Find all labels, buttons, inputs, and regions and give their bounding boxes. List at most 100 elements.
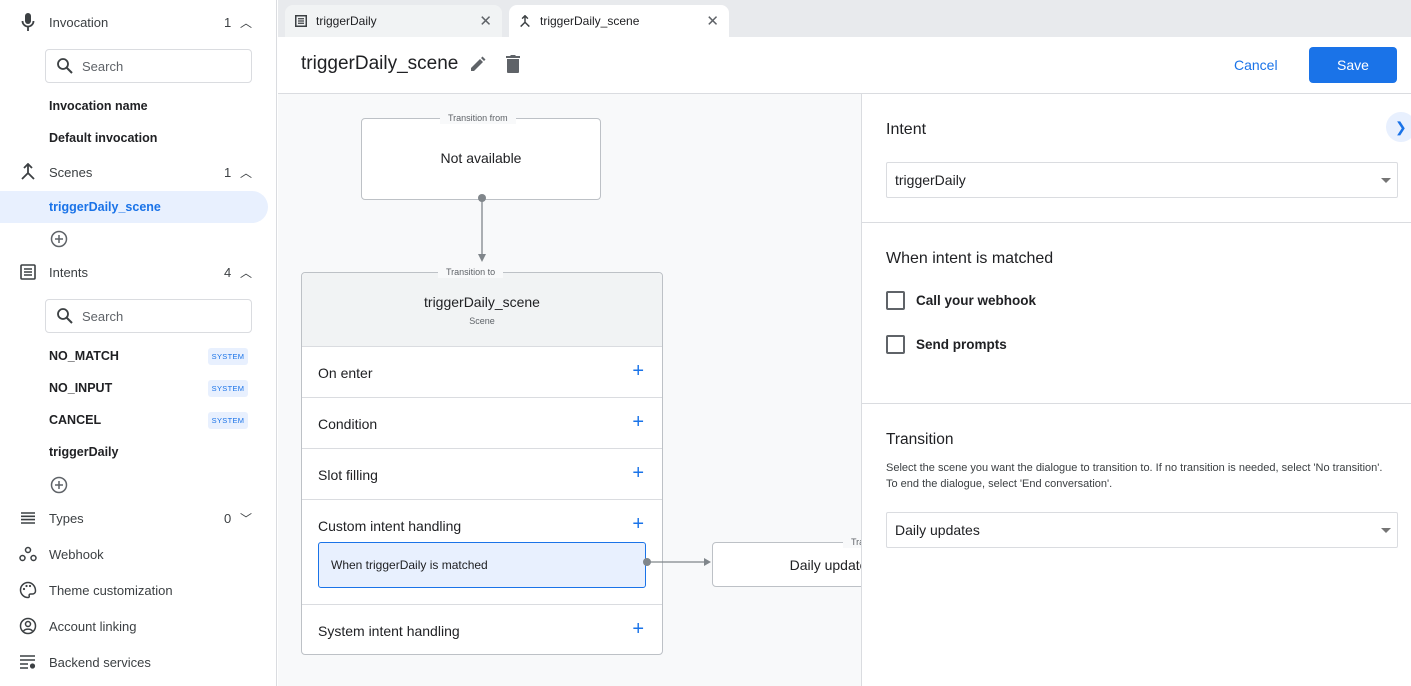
flow-canvas[interactable]: Transition from Not available Transition… <box>278 94 861 686</box>
item-label: Account linking <box>49 618 137 634</box>
scene-icon <box>18 162 38 182</box>
transition-heading: Transition <box>886 431 954 448</box>
node-legend: Transition to <box>843 537 861 548</box>
add-icon[interactable]: + <box>632 411 644 433</box>
matched-heading: When intent is matched <box>886 250 1054 267</box>
sidebar-item-cancel[interactable]: CANCEL <box>49 413 102 427</box>
sidebar-item-triggerdaily-scene[interactable]: triggerDaily_scene <box>0 191 268 223</box>
divider <box>862 222 1411 223</box>
cancel-button[interactable]: Cancel <box>1234 57 1278 73</box>
row-label: On enter <box>318 365 373 381</box>
close-icon[interactable]: ✕ <box>479 13 492 30</box>
sidebar-item-no-input[interactable]: NO_INPUT <box>49 381 113 395</box>
row-condition[interactable]: Condition + <box>302 397 662 448</box>
sidebar-item-webhook[interactable]: Webhook <box>0 536 276 572</box>
search-icon <box>57 58 73 74</box>
row-slot-filling[interactable]: Slot filling+ <box>302 448 662 499</box>
transition-from-node: Transition from Not available <box>361 113 601 200</box>
account-circle-icon <box>18 616 38 636</box>
chevron-up-icon[interactable]: ︿ <box>240 165 253 180</box>
sidebar-item-account-linking[interactable]: Account linking <box>0 608 276 644</box>
tab-triggerdaily-scene[interactable]: triggerDaily_scene ✕ <box>509 5 729 37</box>
item-label: Backend services <box>49 654 151 670</box>
row-label: Condition <box>318 416 378 432</box>
scene-node: Transition to triggerDaily_scene Scene O… <box>301 267 663 655</box>
add-icon[interactable]: + <box>632 360 644 382</box>
list-icon <box>18 508 38 528</box>
tab-label: triggerDaily_scene <box>540 14 640 28</box>
sidebar-section-invocation[interactable]: Invocation 1 ︿ <box>0 4 276 40</box>
intent-heading: Intent <box>886 121 927 138</box>
sidebar-item-invocation-name[interactable]: Invocation name <box>49 99 148 113</box>
sidebar-item-theme-customization[interactable]: Theme customization <box>0 572 276 608</box>
sidebar-section-intents[interactable]: Intents 4 ︿ <box>0 254 276 290</box>
chevron-down-icon[interactable]: ﹀ <box>240 511 253 526</box>
section-count: 1 <box>224 14 232 30</box>
sidebar-item-backend-services[interactable]: Backend services <box>0 644 276 680</box>
system-badge: SYSTEM <box>208 380 248 397</box>
save-button[interactable]: Save <box>1309 47 1397 83</box>
add-scene-icon[interactable] <box>50 230 68 248</box>
scene-node-header <box>302 273 662 346</box>
backend-settings-icon <box>18 652 38 672</box>
system-badge: SYSTEM <box>208 348 248 365</box>
item-label: triggerDaily_scene <box>49 200 161 214</box>
palette-icon <box>18 580 38 600</box>
tab-triggerdaily[interactable]: triggerDaily ✕ <box>285 5 502 37</box>
chevron-up-icon[interactable]: ︿ <box>240 265 253 280</box>
add-intent-icon[interactable] <box>50 476 68 494</box>
checkbox-label: Call your webhook <box>916 293 1037 308</box>
sidebar-item-default-invocation[interactable]: Default invocation <box>49 131 158 145</box>
connector-arrow <box>643 558 711 566</box>
microphone-icon <box>18 12 38 32</box>
intents-search[interactable] <box>45 299 252 333</box>
system-badge: SYSTEM <box>208 412 248 429</box>
search-input[interactable] <box>82 58 232 74</box>
row-on-enter[interactable]: On enter + <box>302 346 662 397</box>
node-legend: Transition from <box>440 113 516 124</box>
collapse-panel-chevron-icon[interactable]: ❯ <box>1386 112 1411 142</box>
node-value: Daily updates <box>789 557 861 573</box>
scene-subtitle: Scene <box>469 316 495 326</box>
send-prompts-checkbox[interactable]: Send prompts <box>886 335 1007 354</box>
section-count: 0 <box>224 510 232 526</box>
edit-pencil-icon[interactable] <box>469 55 487 73</box>
sidebar-item-triggerdaily[interactable]: triggerDaily <box>49 445 119 459</box>
sidebar: Invocation 1 ︿ Invocation name Default i… <box>0 0 277 686</box>
intent-select[interactable]: triggerDaily <box>886 162 1398 198</box>
target-scene-node[interactable]: Transition to Daily updates <box>712 537 861 587</box>
item-label: Webhook <box>49 546 104 562</box>
checkbox-icon <box>886 291 905 310</box>
call-webhook-checkbox[interactable]: Call your webhook <box>886 291 1036 310</box>
item-label: Theme customization <box>49 582 173 598</box>
add-icon[interactable]: + <box>632 462 644 484</box>
sidebar-section-scenes[interactable]: Scenes 1 ︿ <box>0 154 276 190</box>
divider <box>862 403 1411 404</box>
chevron-up-icon[interactable]: ︿ <box>240 15 253 30</box>
row-custom-intent-handling[interactable]: Custom intent handling + When triggerDail… <box>302 499 662 604</box>
page-title: triggerDaily_scene <box>301 53 459 74</box>
connector-arrow <box>478 194 486 262</box>
tab-bar: triggerDaily ✕ triggerDaily_scene ✕ <box>278 0 1411 37</box>
delete-trash-icon[interactable] <box>505 54 521 74</box>
search-input[interactable] <box>82 308 232 324</box>
select-value: Daily updates <box>895 522 980 538</box>
invocation-search[interactable] <box>45 49 252 83</box>
close-icon[interactable]: ✕ <box>706 13 719 30</box>
section-count: 1 <box>224 164 232 180</box>
page-header: triggerDaily_scene Cancel Save <box>278 37 1411 94</box>
section-label: Invocation <box>49 14 109 30</box>
sidebar-section-types[interactable]: Types 0 ﹀ <box>0 500 276 536</box>
node-value: Not available <box>440 150 522 166</box>
row-system-intent-handling[interactable]: System intent handling+ <box>302 604 662 655</box>
search-icon <box>57 308 73 324</box>
checkbox-label: Send prompts <box>916 337 1007 352</box>
transition-select[interactable]: Daily updates <box>886 512 1398 548</box>
intent-handler-card[interactable]: When triggerDaily is matched <box>318 542 646 588</box>
intent-icon <box>18 262 38 282</box>
scene-icon <box>520 14 530 27</box>
add-icon[interactable]: + <box>632 618 644 640</box>
row-label: Custom intent handling <box>318 518 462 534</box>
sidebar-item-no-match[interactable]: NO_MATCH <box>49 349 119 363</box>
add-icon[interactable]: + <box>632 513 644 535</box>
